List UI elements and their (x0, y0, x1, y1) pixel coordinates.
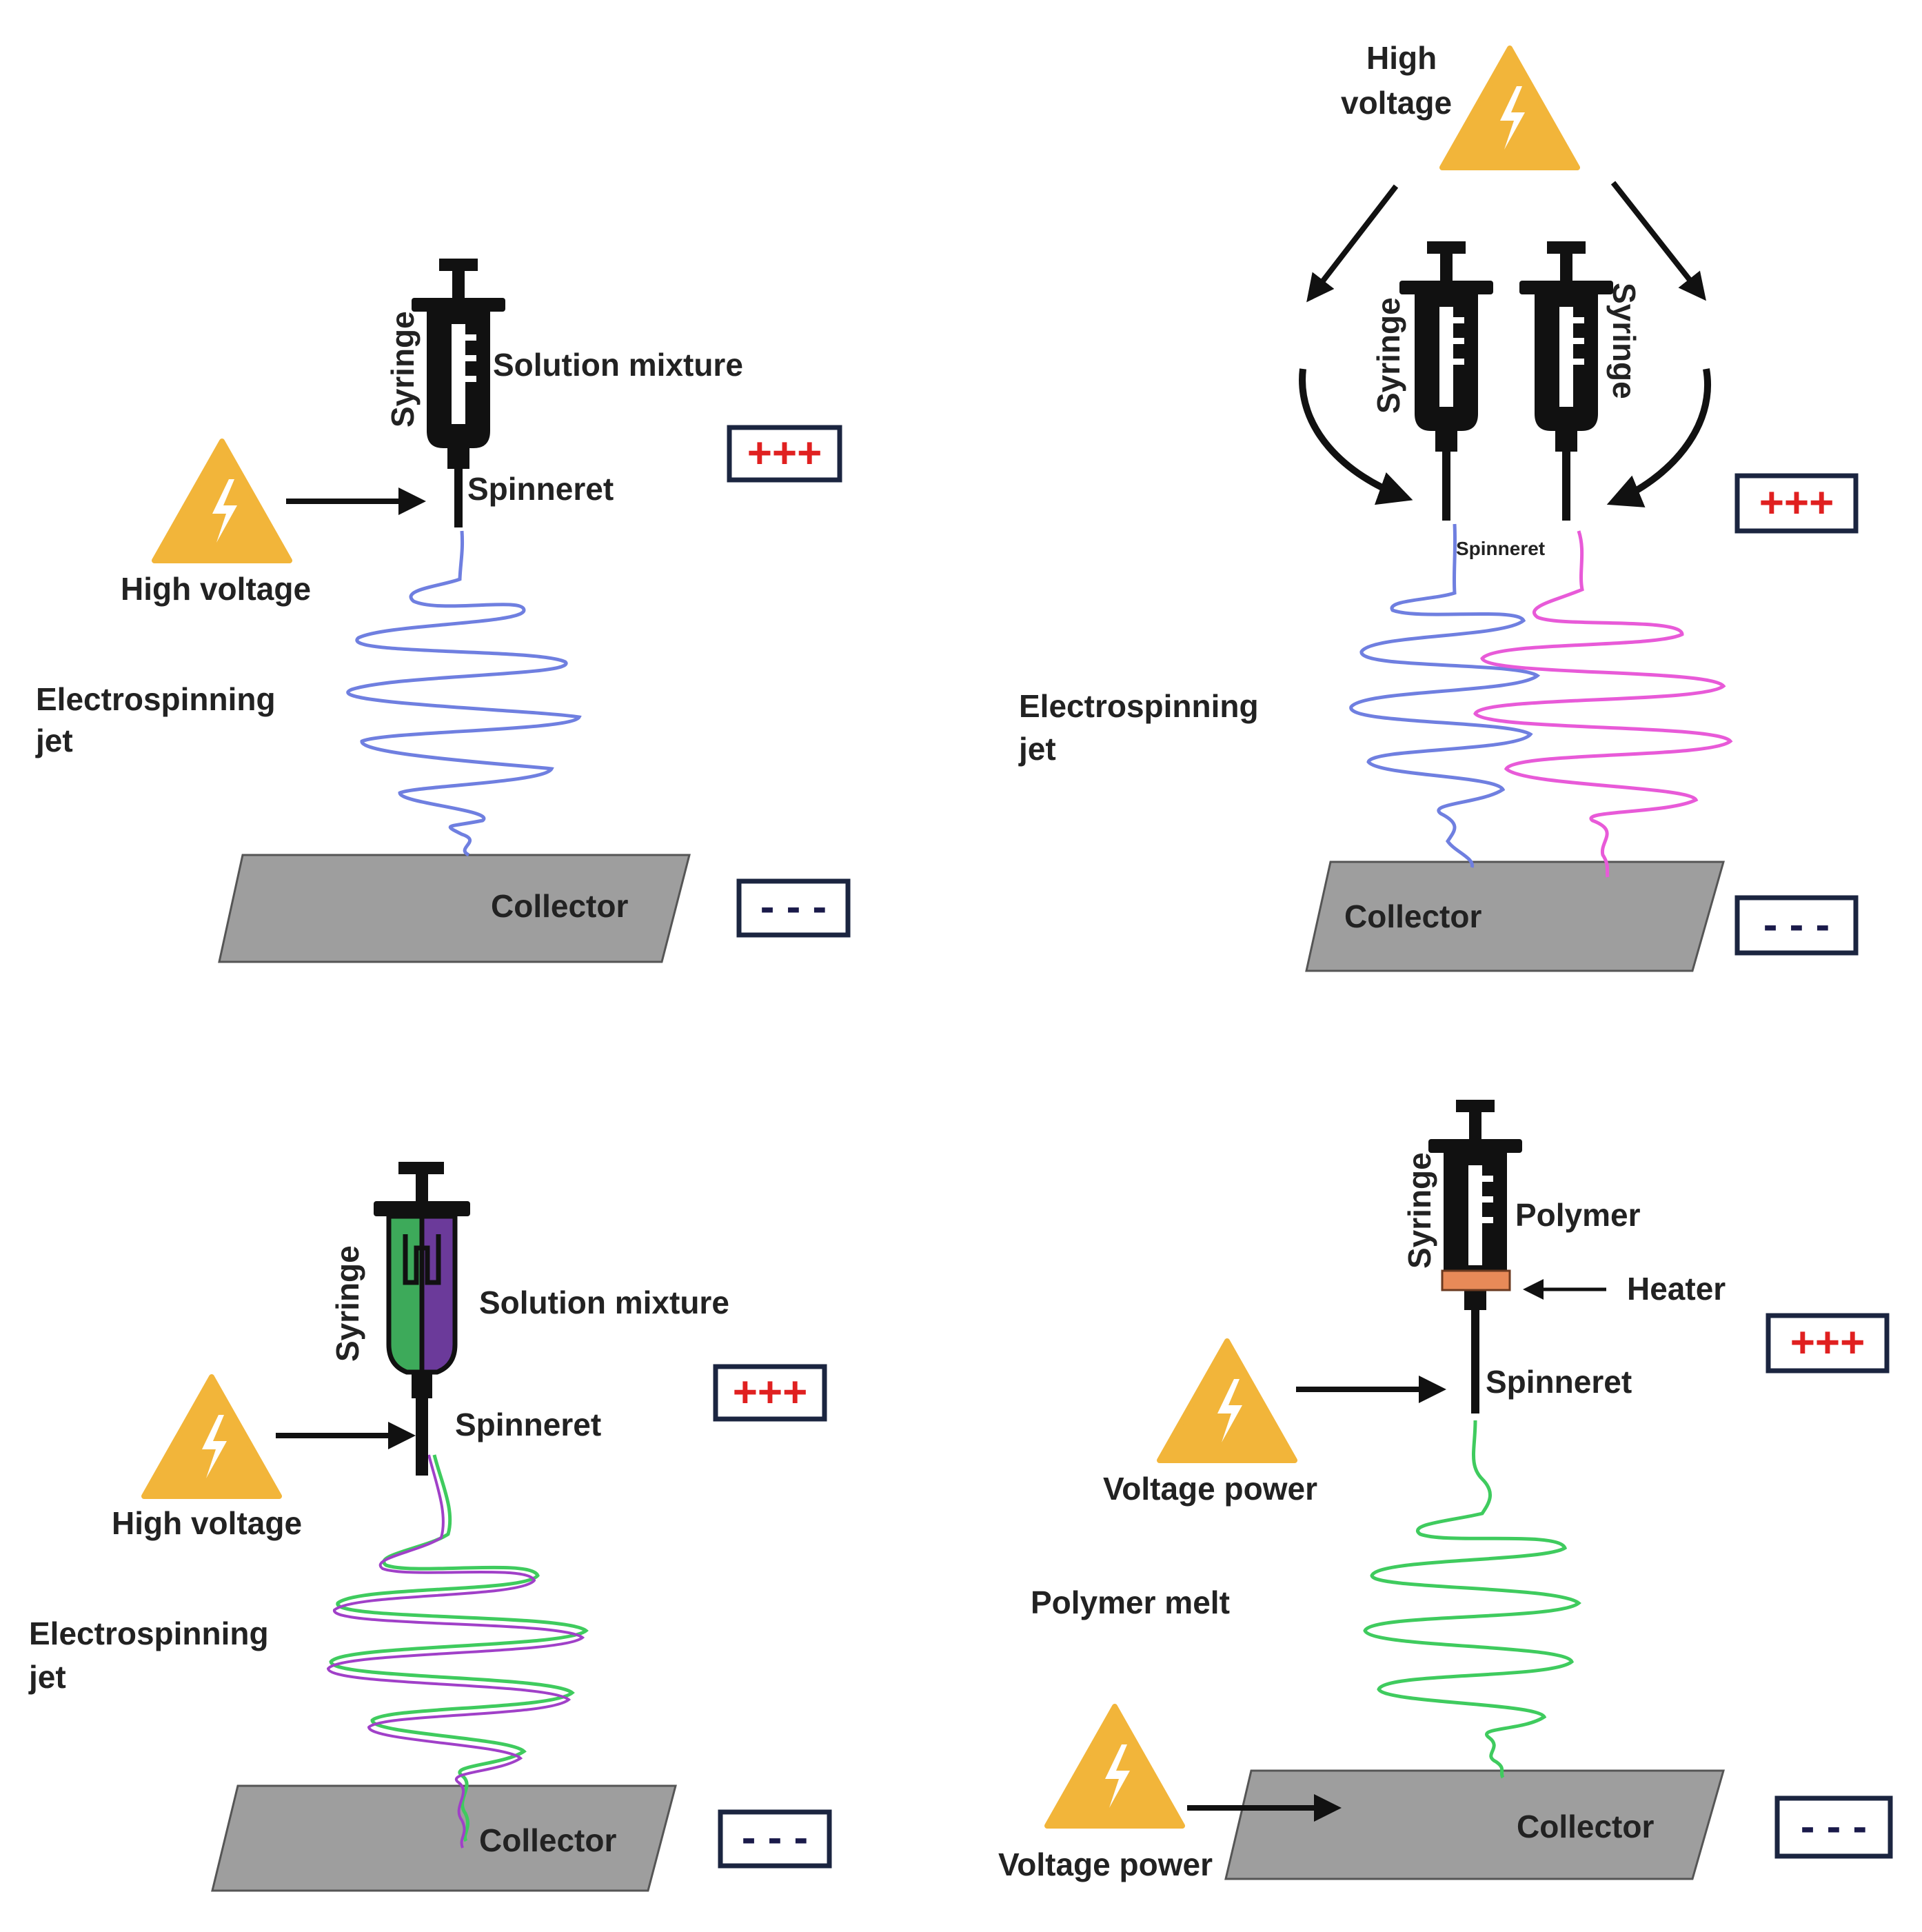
polymer-melt-label: Polymer melt (1031, 1584, 1230, 1620)
collector-plate (218, 854, 691, 963)
fiber-jet-purple (326, 1454, 585, 1849)
positive-sign: +++ (733, 1369, 808, 1416)
positive-sign-box: +++ (727, 425, 842, 483)
collector-label: Collector (491, 888, 628, 924)
panel-single: Collector Syringe Solution mixture Spinn… (35, 259, 851, 963)
jet-label-line1: Electrospinning (1019, 688, 1259, 724)
jet-label-line1: Electrospinning (36, 681, 276, 717)
arrow-icon (1299, 368, 1413, 505)
syringe-left-label: Syringe (1370, 297, 1406, 414)
negative-sign: - - - (760, 883, 827, 931)
voltage-bottom-label: Voltage power (998, 1847, 1213, 1882)
jet-label-line2: jet (35, 723, 73, 758)
positive-sign-box: +++ (1734, 473, 1859, 534)
syringe-icon (1399, 241, 1493, 452)
positive-sign: +++ (1759, 479, 1834, 527)
fiber-jet-green (329, 1454, 589, 1842)
jet-label-line2: jet (1018, 731, 1056, 767)
voltage-label: High voltage (121, 571, 311, 607)
syringe-icon (412, 259, 505, 469)
heater-label: Heater (1627, 1271, 1726, 1307)
fiber-jet (346, 530, 582, 857)
fiber-jet-green (1363, 1420, 1581, 1779)
panel-melt: Collector Syringe Polymer Heater Spinner… (998, 1100, 1893, 1882)
arrow-icon (1306, 184, 1399, 303)
panel-side-by-side: Collector Syringe Syringe Spinneret High… (1018, 40, 1859, 972)
spinneret-label: Spinneret (455, 1407, 601, 1442)
arrow-icon (1610, 181, 1706, 301)
fiber-jet-pink (1473, 530, 1733, 878)
positive-sign-box: +++ (1766, 1313, 1890, 1373)
warning-triangle-icon (1047, 1707, 1182, 1826)
voltage-label-line2: voltage (1341, 85, 1452, 121)
arrow-icon (1606, 368, 1711, 507)
negative-sign: - - - (1763, 901, 1830, 949)
syringe-icon (374, 1162, 470, 1476)
negative-sign-box: - - - (718, 1809, 832, 1869)
negative-sign: - - - (1801, 1803, 1867, 1851)
panel-coaxial: Collector Syringe Solution mixture Spinn… (28, 1162, 832, 1892)
jet-label-line1: Electrospinning (29, 1616, 269, 1651)
jet-label-line2: jet (28, 1659, 66, 1695)
negative-sign-box: - - - (1734, 895, 1859, 956)
solution-label: Solution mixture (493, 347, 743, 383)
warning-triangle-icon (154, 441, 290, 561)
heater-band (1441, 1269, 1511, 1291)
polymer-label: Polymer (1515, 1197, 1641, 1233)
collector-plate (1305, 861, 1725, 972)
warning-triangle-icon (1160, 1341, 1295, 1460)
syringe-icon (1519, 241, 1613, 452)
solution-label: Solution mixture (479, 1285, 729, 1320)
voltage-label-line1: High (1366, 40, 1437, 76)
spinneret-label: Spinneret (467, 471, 614, 507)
fiber-jet-blue (1349, 523, 1541, 868)
negative-sign: - - - (742, 1814, 808, 1862)
syringe-label: Syringe (1402, 1152, 1437, 1269)
spinneret-label: Spinneret (1486, 1364, 1632, 1400)
syringe-right-label: Syringe (1606, 283, 1642, 399)
warning-triangle-icon (144, 1377, 279, 1496)
negative-sign-box: - - - (736, 878, 851, 938)
spinneret-label: Spinneret (1456, 538, 1545, 559)
voltage-label: High voltage (112, 1505, 302, 1541)
collector-plate (1224, 1769, 1725, 1880)
collector-label: Collector (1344, 898, 1481, 934)
negative-sign-box: - - - (1774, 1795, 1893, 1859)
positive-sign: +++ (1790, 1319, 1865, 1367)
positive-sign: +++ (747, 430, 822, 477)
syringe-label: Syringe (385, 311, 421, 427)
warning-triangle-icon (1442, 48, 1577, 168)
collector-label: Collector (1517, 1809, 1654, 1844)
voltage-top-label: Voltage power (1103, 1471, 1317, 1507)
collector-plate (211, 1784, 677, 1892)
syringe-label: Syringe (330, 1245, 365, 1362)
positive-sign-box: +++ (713, 1364, 827, 1422)
collector-label: Collector (479, 1822, 616, 1858)
